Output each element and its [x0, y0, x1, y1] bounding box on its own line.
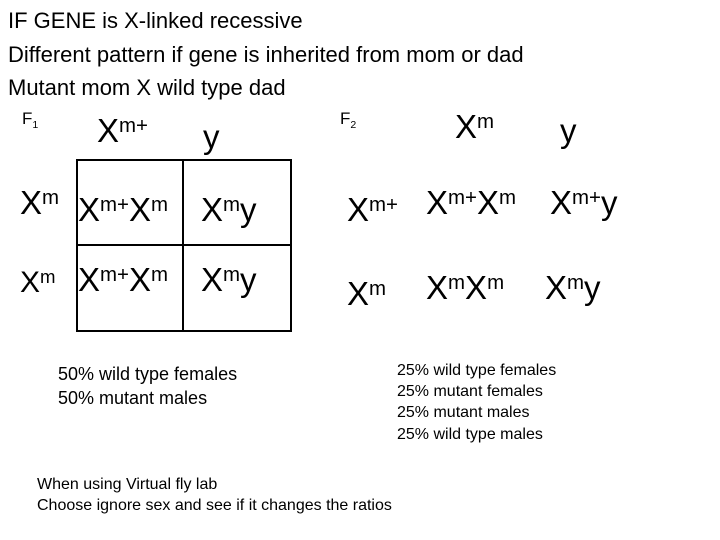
footer-line-1: When using Virtual fly lab: [37, 476, 218, 493]
heading-line-3: Mutant mom X wild type dad: [8, 75, 286, 100]
f2-result-3: 25% mutant males: [397, 404, 530, 421]
f1-col2-header: y: [203, 118, 220, 155]
f1-col1-header: Xm+: [97, 112, 148, 149]
f2-row2-header: Xm: [347, 275, 387, 312]
f2-result-1: 25% wild type females: [397, 362, 557, 379]
f2-cell-r2c1: XmXm: [426, 269, 505, 306]
f1-result-2: 50% mutant males: [58, 388, 208, 408]
f2-col2-header: y: [560, 112, 577, 149]
heading-line-2: Different pattern if gene is inherited f…: [8, 42, 524, 67]
f1-cell-r1c1: Xm+Xm: [78, 191, 169, 228]
heading-line-1: IF GENE is X-linked recessive: [8, 8, 303, 33]
f2-label: F2: [340, 109, 357, 131]
f2-col1-header: Xm: [455, 108, 495, 145]
f1-row2-header: Xm: [20, 265, 56, 299]
f1-cell-r2c1: Xm+Xm: [78, 261, 169, 298]
f2-cell-r2c2: Xmy: [545, 269, 601, 306]
f1-row1-header: Xm: [20, 184, 60, 221]
f1-result-1: 50% wild type females: [58, 364, 238, 384]
f1-label: F1: [22, 109, 39, 131]
f2-result-4: 25% wild type males: [397, 426, 543, 443]
f2-row1-header: Xm+: [347, 191, 398, 228]
f1-grid-center: [76, 244, 292, 246]
f1-cell-r1c2: Xmy: [201, 191, 257, 228]
f2-result-2: 25% mutant females: [397, 383, 543, 400]
footer-line-2: Choose ignore sex and see if it changes …: [37, 497, 392, 514]
f2-cell-r1c2: Xm+y: [550, 184, 618, 221]
f2-cell-r1c1: Xm+Xm: [426, 184, 517, 221]
f1-grid-bottom: [76, 330, 292, 332]
f1-grid-top: [76, 159, 292, 161]
f1-cell-r2c2: Xmy: [201, 261, 257, 298]
